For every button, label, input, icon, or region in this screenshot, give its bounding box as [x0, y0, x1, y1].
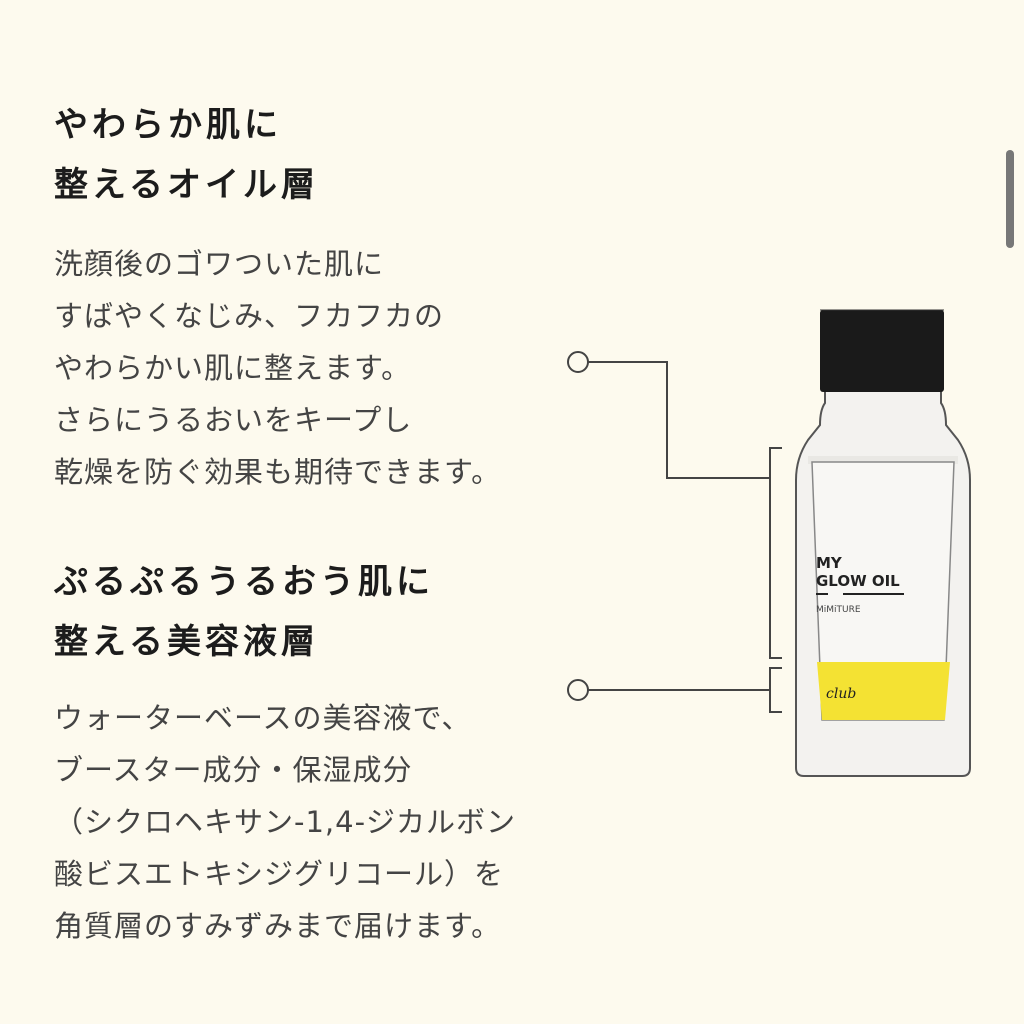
- product-name-line-1: MY: [816, 554, 843, 572]
- product-name-line-2: GLOW OIL: [816, 572, 900, 590]
- oil-layer-heading-line-1: やわらか肌に: [54, 105, 282, 145]
- oil-layer-description: 洗顔後のゴワついた肌に すばやくなじみ、フカフカの やわらかい肌に整えます。 さ…: [54, 238, 501, 498]
- serum-layer-heading: ぷるぷるうるおう肌に 整える美容液層: [54, 552, 434, 672]
- oil-layer-bracket: [769, 447, 782, 659]
- serum-callout-dot-icon: [567, 679, 589, 701]
- oil-layer-heading: やわらか肌に 整えるオイル層: [54, 95, 319, 215]
- serum-layer-liquid: [817, 662, 950, 720]
- oil-layer-callout: [567, 351, 782, 659]
- bottle-icon: MY GLOW OIL MiMiTURE club: [795, 309, 971, 777]
- oil-description-line-5: 乾燥を防ぐ効果も期待できます。: [54, 455, 502, 489]
- serum-layer-bracket: [769, 667, 782, 713]
- bottle-cap: [820, 310, 944, 392]
- oil-description-line-2: すばやくなじみ、フカフカの: [54, 299, 445, 333]
- serum-description-line-3: （シクロヘキサン-1,4-ジカルボン: [54, 805, 517, 839]
- oil-description-line-3: やわらかい肌に整えます。: [54, 351, 412, 385]
- oil-callout-dot-icon: [567, 351, 589, 373]
- oil-callout-leader: [588, 361, 770, 479]
- serum-description-line-4: 酸ビスエトキシジグリコール）を: [54, 857, 505, 891]
- serum-description-line-1: ウォーターベースの美容液で、: [54, 701, 472, 735]
- serum-layer-heading-line-2: 整える美容液層: [54, 622, 319, 662]
- serum-description-line-2: ブースター成分・保湿成分: [54, 753, 413, 787]
- scrollbar-thumb[interactable]: [1006, 150, 1014, 248]
- brand-label: MiMiTURE: [816, 605, 861, 615]
- oil-description-line-1: 洗顔後のゴワついた肌に: [54, 247, 385, 281]
- oil-description-line-4: さらにうるおいをキープし: [54, 403, 413, 437]
- club-script-logo: club: [826, 686, 856, 702]
- serum-description-line-5: 角質層のすみずみまで届けます。: [54, 909, 502, 943]
- oil-layer-heading-line-2: 整えるオイル層: [54, 165, 319, 205]
- serum-layer-description: ウォーターベースの美容液で、 ブースター成分・保湿成分 （シクロヘキサン-1,4…: [54, 692, 516, 952]
- serum-layer-heading-line-1: ぷるぷるうるおう肌に: [54, 562, 434, 602]
- serum-layer-callout: [567, 667, 782, 713]
